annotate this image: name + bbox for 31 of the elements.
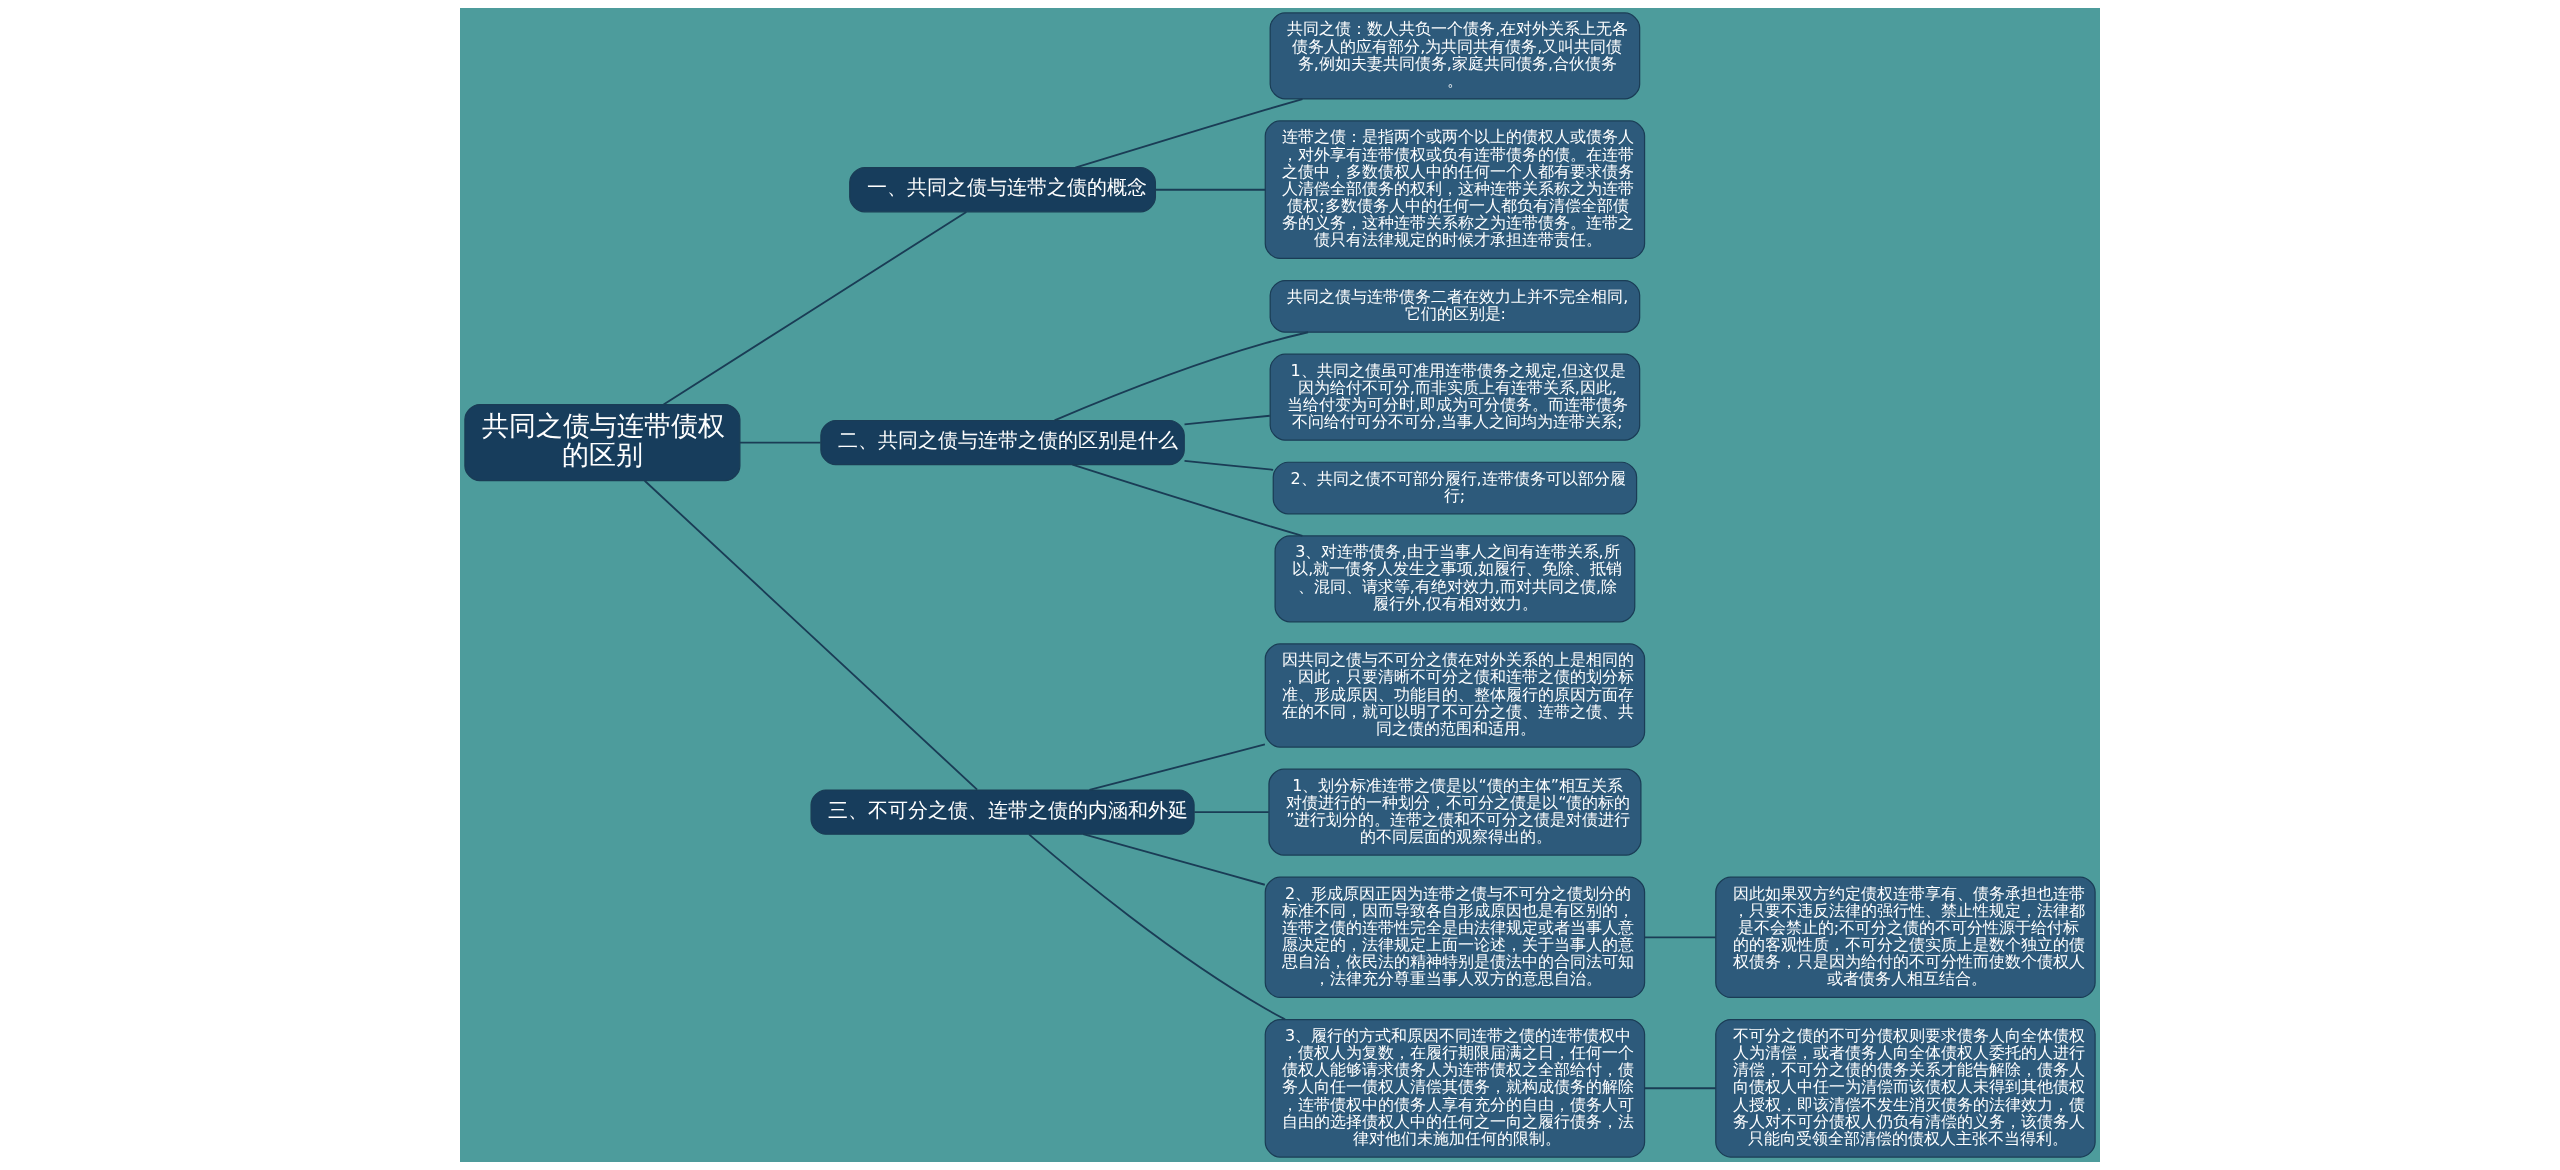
node-box: 共同之债与连带债权的区别	[464, 403, 741, 482]
connector	[1071, 463, 1304, 537]
connector	[1183, 414, 1271, 426]
node-box: 2、共同之债不可部分履行,连带债务可以部分履行;	[1272, 461, 1638, 515]
connector	[739, 441, 822, 444]
node-box: 一、共同之债与连带之债的概念	[849, 167, 1156, 213]
node-box: 不可分之债的不可分债权则要求债务人向全体债权人为清偿，或者债务人向全体债权人委托的人进行清偿，不可分之债的债务关系才能告解除，债务人向债权人中任一为清偿而该债权人未得到其他债权人授权，即该清偿不发生消灭债务的法律效力，债务人对不可分债权人仍负有清偿的义务，该债务人只能向受领全部清偿的债权人主张不当得利。	[1715, 1018, 2096, 1158]
connector	[1028, 833, 1287, 1021]
node-box: 因此如果双方约定债权连带享有、债务承担也连带，只要不违反法律的强行性、禁止性规定，法律都是不会禁止的;不可分之债的不可分性源于给付标的的客观性质，不可分之债实质上是数个独立的债权债务，只是因为给付的不可分性而使数个债权人或者债务人相互结合。	[1715, 876, 2096, 999]
connector	[662, 211, 968, 406]
connector	[1183, 459, 1275, 471]
node-box: 因共同之债与不可分之债在对外关系的上是相同的，因此，只要清晰不可分之债和连带之债的划分标准、形成原因、功能目的、整体履行的原因方面存在的不同，就可以明了不可分之债、连带之债、共同之债的范围和适用。	[1264, 643, 1646, 748]
node-box: 共同之债：数人共负一个债务,在对外关系上无各债务人的应有部分,为共同共有债务,又叫共同债务,例如夫妻共同债务,家庭共同债务,合伙债务。	[1269, 12, 1641, 100]
node-box: 2、形成原因正因为连带之债与不可分之债划分的标准不同，因而导致各自形成原因也是有区别的，连带之债的连带性完全是由法律规定或者当事人意愿决定的，法律规定上面一论述，关于当事人的意思自治，依民法的精神特别是债法中的合同法可知，法律充分尊重当事人双方的意思自治。	[1264, 876, 1646, 999]
connector	[1053, 331, 1309, 422]
connector	[1193, 811, 1270, 813]
connector	[1074, 98, 1304, 169]
node-box: 3、履行的方式和原因不同连带之债的连带债权中，债权人为复数，在履行期限届满之日，任何一个债权人能够请求债务人为连带债权之全部给付，债务人向任一债权人清偿其债务，就构成债务的解除，连带债权中的债务人享有充分的自由，债务人可自由的选择债权人中的任何之一向之履行债务，法律对他们未施加任何的限制。	[1264, 1018, 1646, 1158]
connector	[1643, 1087, 1717, 1090]
connector	[643, 479, 979, 791]
node-box: 三、不可分之债、连带之债的内涵和外延	[810, 789, 1195, 835]
node-box: 连带之债：是指两个或两个以上的债权人或债务人，对外享有连带债权或负有连带债务的债。在连带之债中，多数债权人中的任何一个人都有要求债务人清偿全部债务的权利，这种连带关系称之为连带债权;多数债务人中的任何一人都负有清偿全部债务的义务，这种连带关系称之为连带债务。连带之债只有法律规定的时候才承担连带责任。	[1264, 120, 1646, 260]
node-box: 1、划分标准连带之债是以“债的主体”相互关系对债进行的一种划分，不可分之债是以“债的标的”进行划分的。连带之债和不可分之债是对债进行的不同层面的观察得出的。	[1268, 768, 1642, 856]
node-box: 3、对连带债务,由于当事人之间有连带关系,所以,就一债务人发生之事项,如履行、免除、抵销、混同、请求等,有绝对效力,而对共同之债,除履行外,仅有相对效力。	[1274, 535, 1636, 623]
connector	[1154, 188, 1267, 191]
connector	[1088, 743, 1266, 791]
node-box: 共同之债与连带债务二者在效力上并不完全相同,它们的区别是:	[1269, 279, 1641, 333]
connector	[1082, 833, 1266, 886]
connector	[1643, 936, 1717, 939]
node-box: 二、共同之债与连带之债的区别是什么	[820, 419, 1185, 466]
node-box: 1、共同之债虽可准用连带债务之规定,但这仅是因为给付不可分,而非实质上有连带关系,因此,当给付变为可分时,即成为可分债务。而连带债务不问给付可分不可分,当事人之间均为连带关系;	[1269, 353, 1641, 441]
